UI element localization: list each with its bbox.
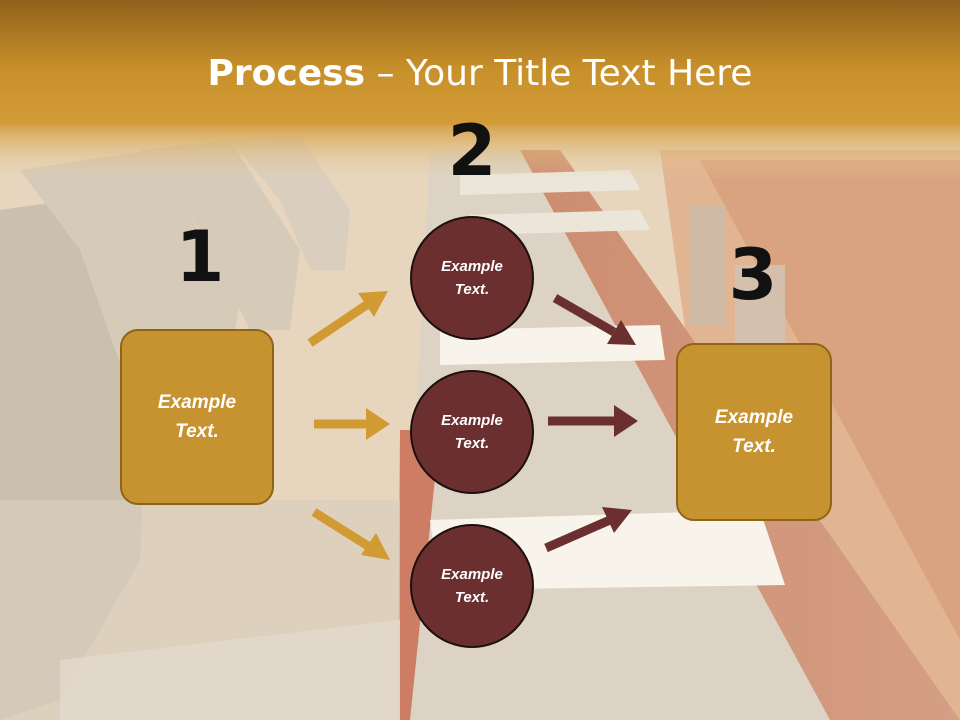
arrow-up-right-gold: [307, 291, 388, 347]
title-separator: –: [365, 53, 406, 94]
arrow-down-right-gold: [311, 508, 390, 560]
slide-title: Process – Your Title Text Here: [0, 52, 960, 96]
arrow-down-right-maroon: [552, 294, 636, 345]
arrow-right-maroon: [548, 405, 638, 437]
step-number-1: 1: [175, 216, 225, 298]
title-rest: Your Title Text Here: [405, 53, 753, 94]
title-bold: Process: [207, 53, 366, 94]
step-number-3: 3: [728, 234, 778, 316]
step-number-2: 2: [447, 110, 497, 192]
arrow-up-right-maroon: [544, 507, 632, 553]
arrow-right-gold: [314, 408, 390, 440]
